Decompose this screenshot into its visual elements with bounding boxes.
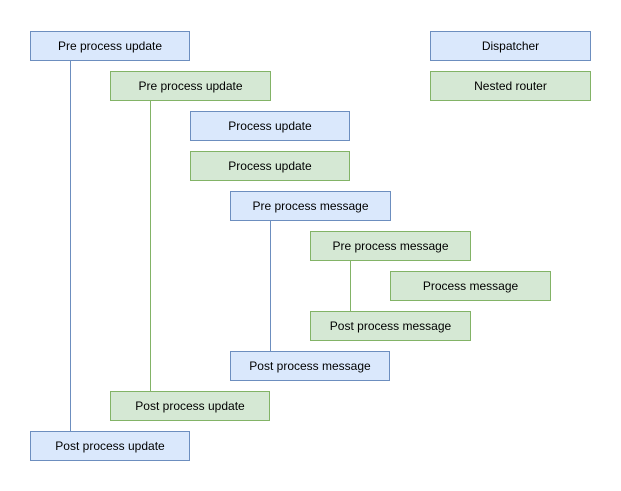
node-label: Post process update — [135, 398, 245, 413]
node-label: Pre process message — [252, 198, 369, 213]
diagram-node[interactable]: Post process update — [110, 391, 270, 421]
diagram-node[interactable]: Nested router — [430, 71, 591, 101]
node-label: Dispatcher — [481, 38, 540, 53]
diagram-node[interactable]: Pre process message — [310, 231, 471, 261]
node-label: Pre process update — [138, 78, 243, 93]
diagram-node[interactable]: Process update — [190, 151, 350, 181]
node-label: Process update — [228, 158, 312, 173]
diagram-node[interactable]: Dispatcher — [430, 31, 591, 61]
node-label: Process update — [228, 118, 312, 133]
node-label: Process message — [422, 278, 519, 293]
diagram-node[interactable]: Process update — [190, 111, 350, 141]
node-label: Pre process update — [57, 38, 163, 53]
node-label: Post process message — [249, 358, 371, 373]
node-label: Pre process message — [332, 238, 449, 253]
node-label: Post process message — [329, 318, 452, 333]
diagram-node[interactable]: Post process update — [30, 431, 190, 461]
diagram-node[interactable]: Pre process message — [230, 191, 391, 221]
diagram-node[interactable]: Pre process update — [110, 71, 271, 101]
node-label: Post process update — [55, 438, 165, 453]
diagram-node[interactable]: Post process message — [230, 351, 390, 381]
node-label: Nested router — [474, 78, 547, 93]
lifeline-connector — [150, 101, 151, 391]
lifeline-connector — [350, 261, 351, 311]
lifeline-connector — [270, 221, 271, 351]
lifeline-connector — [70, 61, 71, 431]
diagram-node[interactable]: Process message — [390, 271, 551, 301]
diagram-node[interactable]: Pre process update — [30, 31, 190, 61]
diagram-node[interactable]: Post process message — [310, 311, 471, 341]
